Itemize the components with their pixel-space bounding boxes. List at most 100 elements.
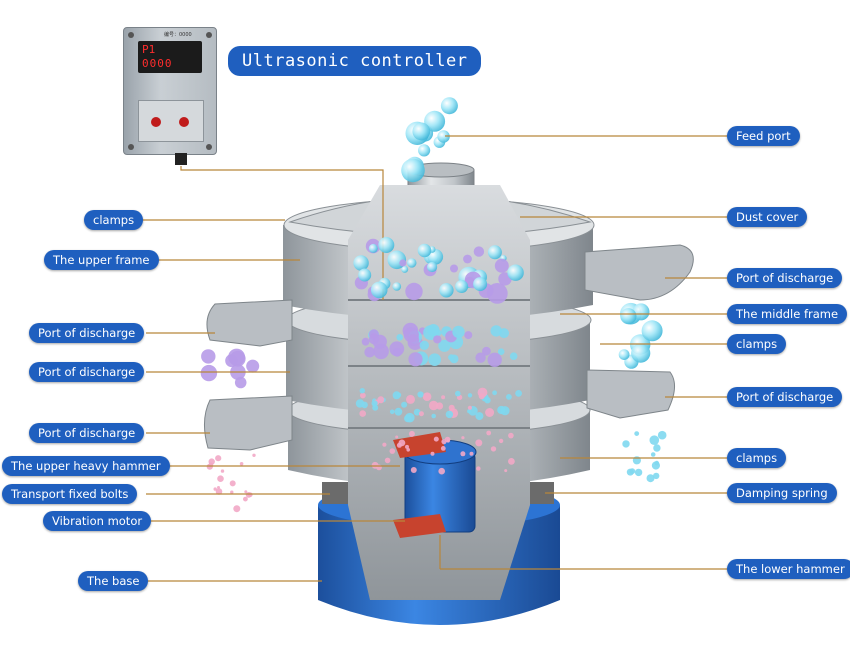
particle — [484, 397, 491, 404]
particle — [618, 349, 630, 360]
particle — [417, 243, 432, 258]
particle — [653, 444, 661, 452]
label-lower-hammer: The lower hammer — [727, 559, 850, 579]
particle — [407, 258, 417, 268]
label-port-discharge-left-2: Port of discharge — [29, 362, 145, 382]
particle — [410, 467, 417, 473]
label-clamps-right-1: clamps — [727, 334, 787, 354]
particle — [504, 469, 508, 473]
label-middle-frame: The middle frame — [727, 304, 848, 324]
particle — [649, 435, 660, 446]
particle — [651, 461, 661, 470]
leader-lines — [142, 135, 727, 582]
particle — [444, 436, 451, 443]
controller-display-digits: 0000 — [142, 57, 173, 70]
particle — [353, 255, 369, 271]
particle — [515, 390, 522, 397]
label-upper-heavy-hammer: The upper heavy hammer — [2, 456, 170, 476]
particle — [361, 401, 368, 409]
particle — [487, 352, 502, 367]
particle — [455, 280, 469, 293]
particle — [460, 451, 466, 457]
particle — [389, 341, 405, 357]
particle — [201, 349, 216, 364]
particle — [438, 339, 451, 352]
particle — [413, 408, 421, 416]
particle — [629, 468, 636, 475]
particle — [364, 346, 376, 358]
particle — [455, 390, 461, 397]
particle — [646, 474, 655, 483]
particle — [243, 496, 248, 502]
screw-icon — [128, 32, 134, 38]
particle — [452, 325, 465, 339]
particle — [244, 490, 248, 494]
particle — [461, 436, 465, 440]
particle — [475, 352, 486, 363]
lower-hammer — [393, 514, 446, 538]
controller-display-code: P1 — [142, 43, 156, 56]
particle — [217, 475, 224, 483]
controller-button-right[interactable] — [179, 117, 189, 127]
particle — [427, 261, 438, 273]
particle — [217, 486, 220, 489]
particle — [433, 335, 442, 344]
particle — [650, 452, 656, 457]
particle — [424, 110, 446, 132]
particle — [230, 490, 234, 494]
particle — [407, 334, 420, 346]
particle — [445, 410, 454, 419]
label-port-discharge-left-3: Port of discharge — [29, 423, 145, 443]
particle — [632, 303, 650, 321]
particle — [405, 282, 423, 301]
particle — [467, 405, 472, 410]
particle — [401, 158, 425, 183]
particle — [382, 442, 387, 447]
spring-right — [528, 482, 554, 504]
label-vibration-motor: Vibration motor — [43, 511, 152, 531]
particle — [377, 396, 385, 404]
particle — [405, 412, 415, 423]
controller-button-left[interactable] — [151, 117, 161, 127]
label-dust-cover: Dust cover — [727, 207, 808, 227]
particle — [252, 453, 256, 457]
particle — [508, 432, 514, 439]
particle — [433, 436, 439, 442]
screw-icon — [128, 144, 134, 150]
particle — [200, 364, 218, 382]
particle — [448, 354, 455, 361]
particle — [509, 352, 518, 361]
particle — [358, 268, 372, 282]
particle — [359, 410, 367, 417]
particle — [427, 248, 444, 265]
label-the-base: The base — [78, 571, 149, 591]
particle — [384, 457, 391, 464]
label-port-discharge-left-1: Port of discharge — [29, 323, 145, 343]
particle — [361, 337, 370, 346]
particle — [406, 394, 415, 404]
particle — [394, 407, 403, 416]
particle — [430, 451, 435, 456]
particle — [405, 444, 409, 449]
particle — [220, 469, 225, 473]
particle — [419, 340, 429, 350]
label-port-discharge-right-1: Port of discharge — [727, 268, 843, 288]
particle — [213, 487, 217, 491]
particle — [634, 468, 643, 477]
particle — [389, 409, 395, 415]
particle — [389, 448, 396, 454]
controller-plug — [175, 153, 187, 165]
label-clamps-top: clamps — [84, 210, 144, 230]
particle — [475, 439, 483, 447]
particle — [412, 122, 431, 141]
particle — [478, 393, 485, 400]
particle — [427, 324, 440, 337]
particle — [486, 430, 492, 436]
particle — [438, 467, 446, 475]
screw-icon — [206, 144, 212, 150]
particle — [408, 430, 415, 437]
particle — [233, 505, 241, 513]
label-damping-spring: Damping spring — [727, 483, 837, 503]
